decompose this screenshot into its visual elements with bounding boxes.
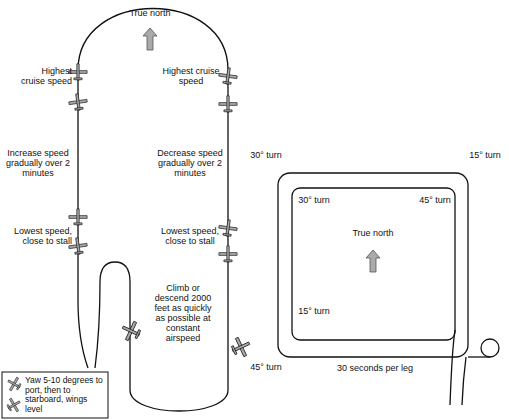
racetrack-path [78, 9, 228, 412]
north-label: True north [126, 8, 174, 18]
speed-note: Lowest speed, close to stall [158, 226, 222, 246]
speed-note: Highest cruise speed [160, 66, 222, 86]
north-arrow [143, 28, 380, 272]
climb-note: Climb or descend 2000 feet as quickly as… [150, 283, 216, 343]
speed-note: Lowest speed, close to stall [8, 226, 72, 246]
legend-text: Yaw 5-10 degrees to port, then to starbo… [25, 376, 106, 414]
turn-label: 45° turn [419, 195, 451, 205]
leg-timing-label: 30 seconds per leg [320, 363, 430, 373]
turn-label: 15° turn [468, 150, 502, 160]
speed-note: Decrease speed gradually over 2 minutes [154, 148, 226, 178]
square-pattern [278, 173, 499, 405]
turn-label: 15° turn [298, 306, 330, 316]
speed-note: Highest cruise speed [16, 66, 72, 86]
legend-box [2, 372, 108, 418]
north-label: True north [350, 228, 396, 238]
airplane-icons [68, 64, 254, 360]
turn-label: 30° turn [298, 195, 330, 205]
turn-label: 30° turn [250, 150, 282, 160]
turn-label: 45° turn [250, 362, 282, 372]
speed-note: Increase speed gradually over 2 minutes [2, 148, 74, 178]
